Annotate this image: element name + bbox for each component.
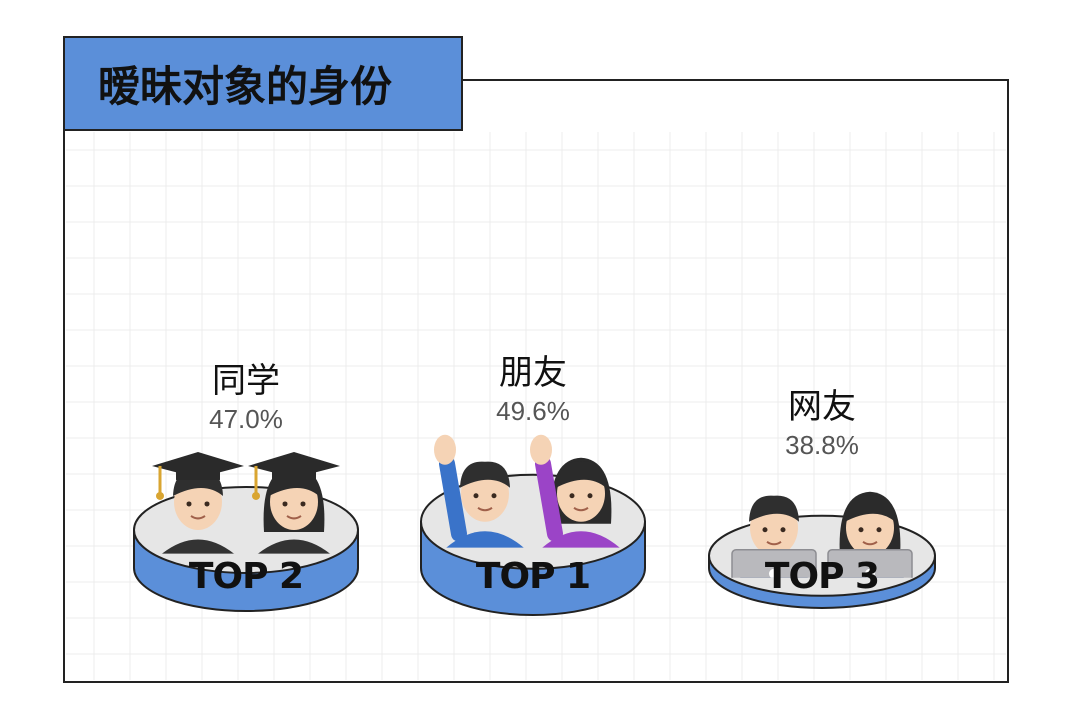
laptop-logo [769,568,779,578]
eye [491,493,497,499]
value-label: 47.0% [209,404,283,434]
hair-top [460,461,510,488]
raised-hand-pair-icon [434,434,620,548]
eye [876,527,882,533]
eye [762,527,768,533]
value-label: 49.6% [496,396,570,426]
eye [300,501,306,507]
eye [186,501,192,507]
eye [587,493,593,499]
rank-label: TOP 3 [765,556,879,597]
chart-title: 暧昧对象的身份 [98,62,392,111]
mortarboard [248,451,340,478]
eye [858,527,864,533]
laptop [827,549,913,578]
cap-band [272,469,316,480]
graduate-pair-icon [152,451,340,554]
raised-arm [439,455,467,542]
mouth [286,515,302,520]
hair-top [845,495,895,522]
eye [780,527,786,533]
mouth [477,506,493,512]
person-body [258,539,330,554]
mouth [862,540,878,546]
title-tab [63,36,463,131]
eye [473,493,479,499]
laptop-logo [865,568,875,578]
mouth [573,506,589,512]
hair-top [749,495,799,522]
mouth [190,515,206,520]
eye [204,501,210,507]
rank-label: TOP 2 [189,556,303,597]
category-label: 网友 [788,387,856,427]
laptop [731,549,817,578]
category-label: 同学 [212,361,280,401]
cap-band [176,469,220,480]
mouth [766,540,782,546]
category-label: 朋友 [499,353,567,393]
raised-hand [434,434,456,465]
rank-label: TOP 1 [476,556,590,597]
mortarboard [152,451,244,478]
tassel-end [252,491,260,500]
eye [282,501,288,507]
eye [569,493,575,499]
tassel-end [156,491,164,500]
raised-hand [530,434,552,465]
raised-arm [535,455,563,542]
laptop-pair-icon [731,491,913,578]
person-body [162,539,234,554]
hair-top [556,461,606,488]
value-label: 38.8% [785,430,859,460]
